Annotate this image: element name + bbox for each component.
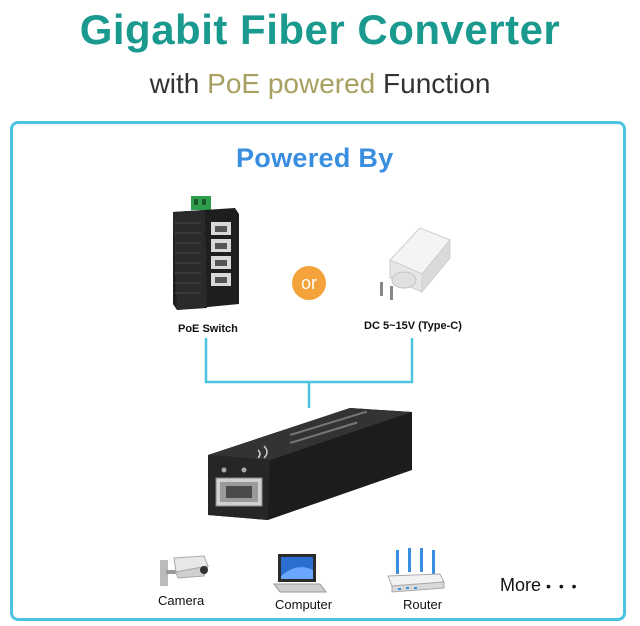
subtitle-prefix: with [149,68,208,99]
or-badge: or [292,266,326,300]
more-dots: • • • [546,578,579,594]
power-adapter-image [380,227,451,300]
computer-icon [273,554,327,593]
router-icon [387,548,445,593]
powered-by-heading: Powered By [236,143,394,173]
more-label: More • • • [500,575,579,596]
computer-label: Computer [275,597,333,612]
camera-label: Camera [158,593,205,608]
subtitle-suffix: Function [375,68,491,99]
poe-switch-label: PoE Switch [178,323,238,335]
page-subtitle: with PoE powered Function [0,68,640,100]
diagram-frame [10,121,626,621]
fiber-converter-image [208,408,412,520]
poe-switch-image [173,196,239,310]
dc-power-label: DC 5~15V (Type-C) [364,320,462,332]
camera-icon [160,555,209,586]
subtitle-highlight: PoE powered [207,68,376,99]
router-label: Router [403,597,443,612]
connector-lines [204,338,414,408]
page-title: Gigabit Fiber Converter [79,6,561,53]
more-text: More [500,575,542,595]
